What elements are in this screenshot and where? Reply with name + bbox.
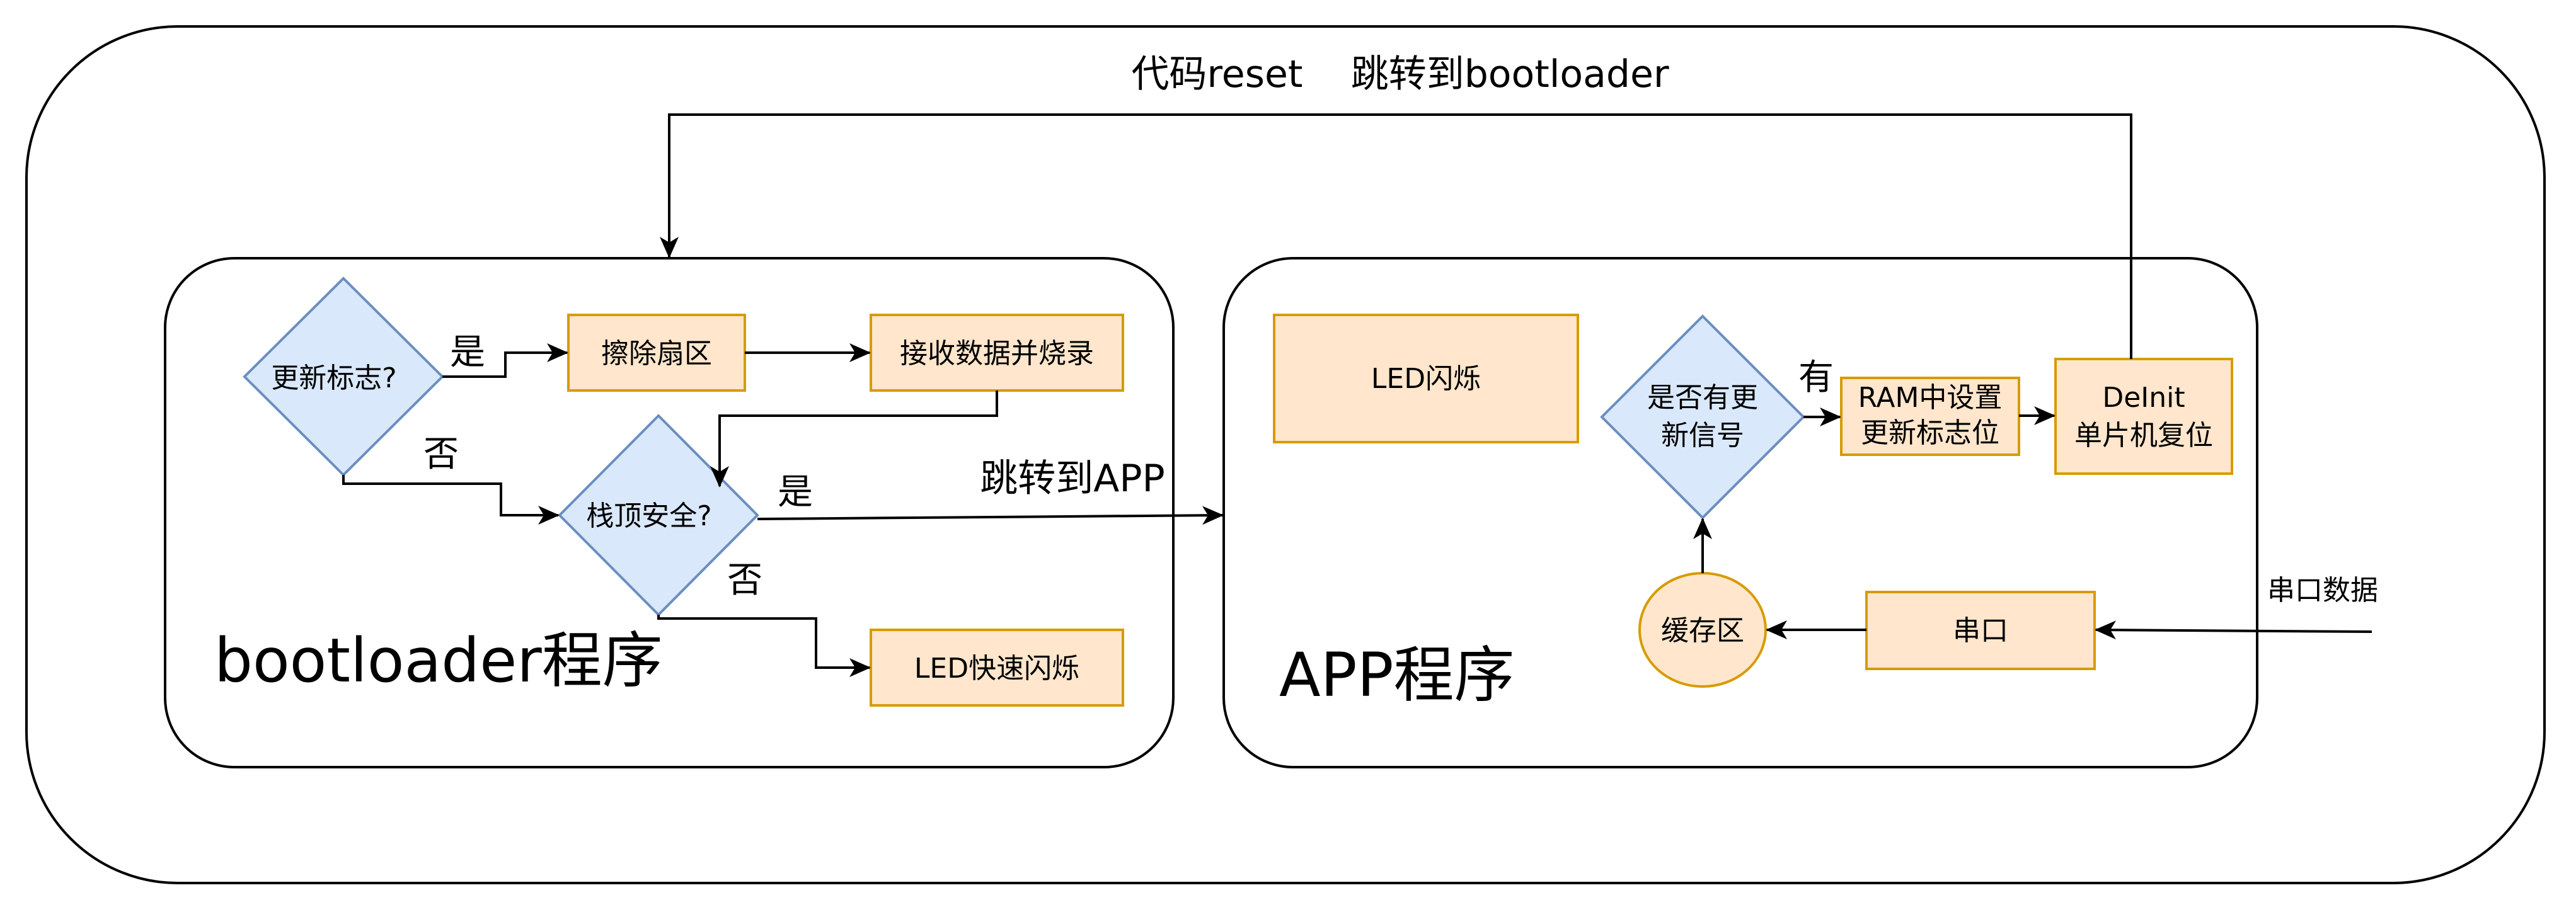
receive-burn-box — [870, 314, 1124, 392]
led-fast-blink-label: LED快速闪烁 — [914, 653, 1079, 685]
led-blink-label: LED闪烁 — [1371, 363, 1481, 395]
led-blink-box — [1273, 314, 1579, 443]
serial-data-arrow — [2095, 620, 2372, 640]
update-signal-label-line2: 新信号 — [1661, 419, 1744, 452]
stack-no-label: 否 — [727, 560, 762, 601]
jump-to-app-label: 跳转到APP — [980, 457, 1164, 501]
stack-no-arrow — [657, 615, 871, 677]
signal-has-label: 有 — [1798, 357, 1834, 398]
serial-port-box — [1865, 591, 2096, 670]
outer-container — [25, 25, 2546, 884]
jump-to-app-arrow — [757, 506, 1224, 525]
app-title: APP程序 — [1279, 640, 1514, 710]
app-container — [1222, 257, 2258, 768]
bootloader-container — [164, 257, 1175, 768]
flag-yes-arrow — [442, 343, 568, 378]
deinit-reset-line2: 单片机复位 — [2074, 419, 2213, 452]
buffer-label: 缓存区 — [1661, 615, 1744, 647]
receive-burn-label: 接收数据并烧录 — [900, 338, 1094, 370]
led-fast-blink-box — [870, 629, 1124, 707]
ram-set-flag-line1: RAM中设置 — [1858, 382, 2003, 414]
deinit-reset-box — [2054, 358, 2233, 475]
serial-port-label: 串口 — [1953, 615, 2008, 647]
update-flag-label: 更新标志? — [271, 362, 396, 394]
reset-jump-arrow — [660, 113, 2132, 359]
bootloader-title: bootloader程序 — [214, 625, 663, 696]
update-signal-decision — [1600, 314, 1805, 520]
stack-top-label: 栈顶安全? — [586, 500, 711, 532]
flag-no-label: 否 — [423, 434, 459, 475]
deinit-reset-line1: DeInit — [2102, 382, 2185, 414]
serial-data-label: 串口数据 — [2267, 574, 2378, 607]
flag-yes-label: 是 — [450, 332, 485, 373]
stack-yes-label: 是 — [778, 472, 813, 513]
top-label: 代码reset 跳转到bootloader — [1131, 52, 1669, 96]
update-signal-label-line1: 是否有更 — [1647, 382, 1758, 414]
flag-no-arrow — [342, 475, 560, 525]
erase-sector-label: 擦除扇区 — [601, 338, 712, 370]
ram-set-flag-line2: 更新标志位 — [1861, 417, 1999, 449]
receive-to-stack-arrow — [710, 390, 998, 487]
